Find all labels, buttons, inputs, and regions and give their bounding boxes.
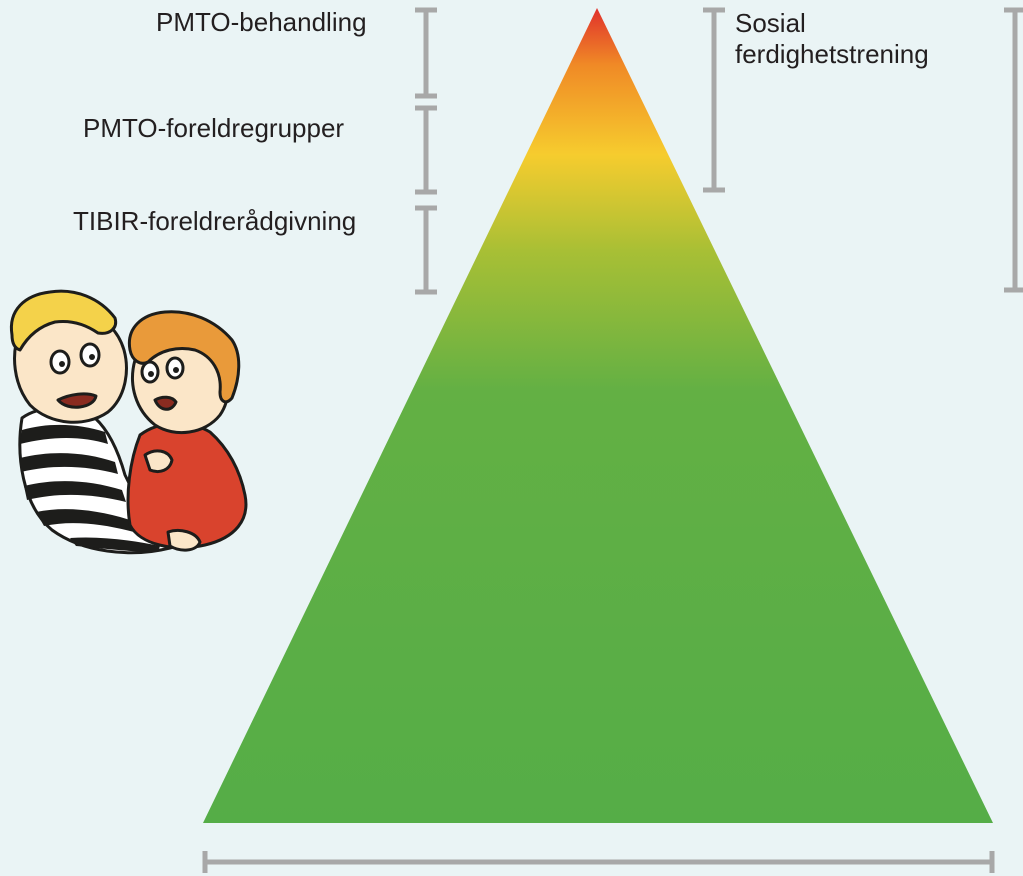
level-label-sosial-ferdighetstrening: Sosial ferdighetstrening	[735, 8, 929, 69]
children-illustration-icon	[9, 289, 248, 555]
bracket-pmto-foreldregrupper	[415, 105, 437, 195]
bracket-bottom	[202, 851, 995, 873]
bracket-right-outer	[1004, 7, 1023, 293]
level-label-pmto-behandling: PMTO-behandling	[156, 7, 367, 37]
bracket-sosial-ferdighetstrening	[703, 7, 725, 193]
level-label-tibir-foreldreradgivning: TIBIR-foreldrerådgivning	[73, 206, 357, 236]
pyramid	[203, 8, 993, 823]
level-label-sosial-line1: Sosial	[735, 8, 806, 38]
bracket-pmto-behandling	[415, 7, 437, 99]
level-label-pmto-foreldregrupper: PMTO-foreldregrupper	[83, 113, 345, 143]
level-label-sosial-line2: ferdighetstrening	[735, 38, 929, 69]
bracket-tibir-foreldreradgivning	[415, 205, 437, 295]
